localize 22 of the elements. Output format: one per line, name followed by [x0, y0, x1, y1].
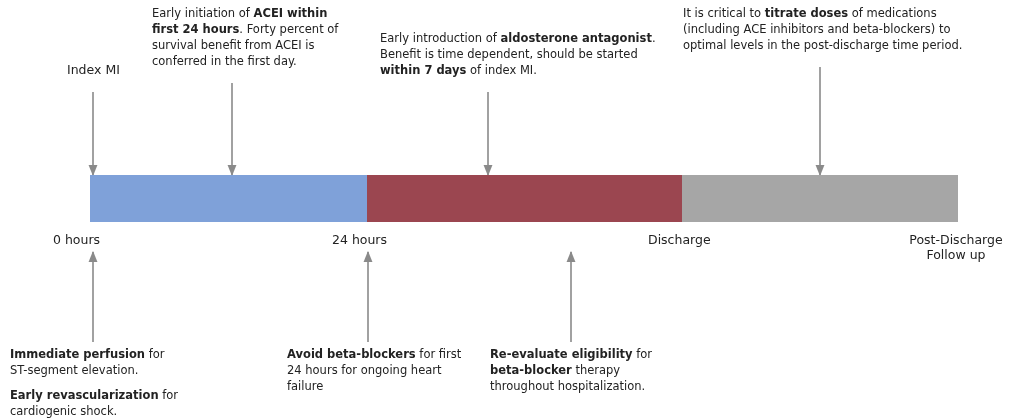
annotation-text: Avoid beta-blockers for first 24 hours for ongoing heart failure	[287, 346, 462, 394]
annotation-text: It is critical to titrate doses of medications (including ACE inhibitors and beta-blockers) to optimal levels in the post-discharge time period.	[683, 5, 963, 53]
annotation-text: Early introduction of aldosterone antagonist. Benefit is time dependent, should be started within 7 days of index MI.	[380, 30, 670, 78]
arrow	[88, 91, 98, 177]
arrow	[483, 91, 493, 177]
timeline-tick-label: 24 hours	[332, 232, 412, 248]
annotation-text: Early revascularization for cardiogenic shock.	[10, 387, 180, 419]
arrow	[566, 250, 576, 343]
timeline-tick-label: Post-Discharge Follow up	[908, 232, 1004, 262]
arrow	[363, 250, 373, 343]
annotation-text: Immediate perfusion for ST-segment elevation.	[10, 346, 166, 378]
timeline-marker-label: Index MI	[67, 62, 147, 78]
arrow	[227, 82, 237, 177]
timeline-segment	[367, 175, 682, 222]
timeline-tick-label: Discharge	[648, 232, 712, 247]
annotation-text: Early initiation of ACEI within first 24 hours. Forty percent of survival benefit from ACEI is conferred in the first day.	[152, 5, 342, 69]
timeline-segment	[90, 175, 367, 222]
annotation-text: Re-evaluate eligibility for beta-blocker therapy throughout hospitalization.	[490, 346, 675, 394]
arrow	[815, 66, 825, 177]
timeline-tick-label: 0 hours	[53, 232, 133, 248]
timeline-segment	[682, 175, 958, 222]
arrow	[88, 250, 98, 343]
